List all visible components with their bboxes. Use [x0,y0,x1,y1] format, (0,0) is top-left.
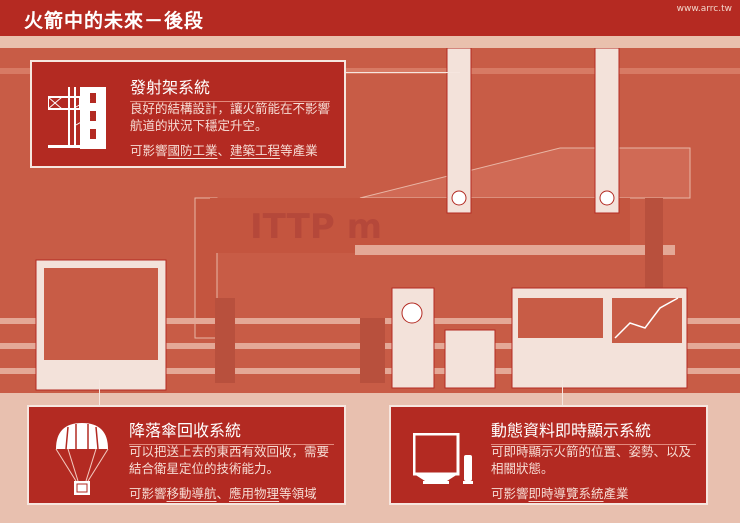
impact-item: 移動導航 [166,486,217,501]
launch-system-card: 發射架系統 良好的結構設計，讓火箭能在不影響航道的狀況下穩定升空。 可影響國防工… [30,60,346,168]
parachute-system-card: 降落傘回收系統 可以把送上去的東西有效回收，需要結合衛星定位的技術能力。 可影響… [27,405,346,505]
impact-sep: 、 [216,486,230,501]
svg-text:ITTP m: ITTP m [250,207,382,247]
card-impact: 可影響國防工業、建築工程等產業 [130,140,318,159]
impact-item: 國防工業 [167,143,218,158]
impact-item: 應用物理 [229,486,280,501]
impact-suffix: 等產業 [280,143,318,158]
card-title: 動態資料即時顯示系統 [491,417,696,445]
impact-suffix: 產業 [603,486,629,501]
card-impact: 可影響移動導航、應用物理等領域 [129,483,317,502]
card-title: 降落傘回收系統 [129,417,334,445]
header-stripe [0,36,740,48]
impact-prefix: 可影響 [491,486,529,501]
watermark: www.arrc.tw [676,4,732,14]
connector-line [562,380,563,405]
impact-prefix: 可影響 [130,143,168,158]
parachute-icon [55,423,109,495]
card-description: 可以把送上去的東西有效回收，需要結合衛星定位的技術能力。 [129,444,330,476]
card-description: 良好的結構設計，讓火箭能在不影響航道的狀況下穩定升空。 [130,101,331,133]
card-impact: 可影響即時導覽系統產業 [491,483,629,502]
launch-site-illustration: ITTP m [0,47,740,391]
header-band [0,0,740,36]
card-description: 可即時顯示火箭的位置、姿勢、以及相關狀態。 [491,444,692,476]
impact-sep: 、 [217,143,231,158]
monitor-icon [413,433,473,484]
impact-item: 建築工程 [230,143,281,158]
impact-prefix: 可影響 [129,486,167,501]
impact-suffix: 等領域 [279,486,317,501]
display-system-card: 動態資料即時顯示系統 可即時顯示火箭的位置、姿勢、以及相關狀態。 可影響即時導覽… [389,405,708,505]
page-title: 火箭中的未來－後段 [24,10,205,32]
connector-line [99,380,100,405]
card-title: 發射架系統 [130,74,330,102]
connector-line [345,72,460,73]
impact-item: 即時導覽系統 [528,486,604,501]
launch-tower-icon [48,87,106,149]
